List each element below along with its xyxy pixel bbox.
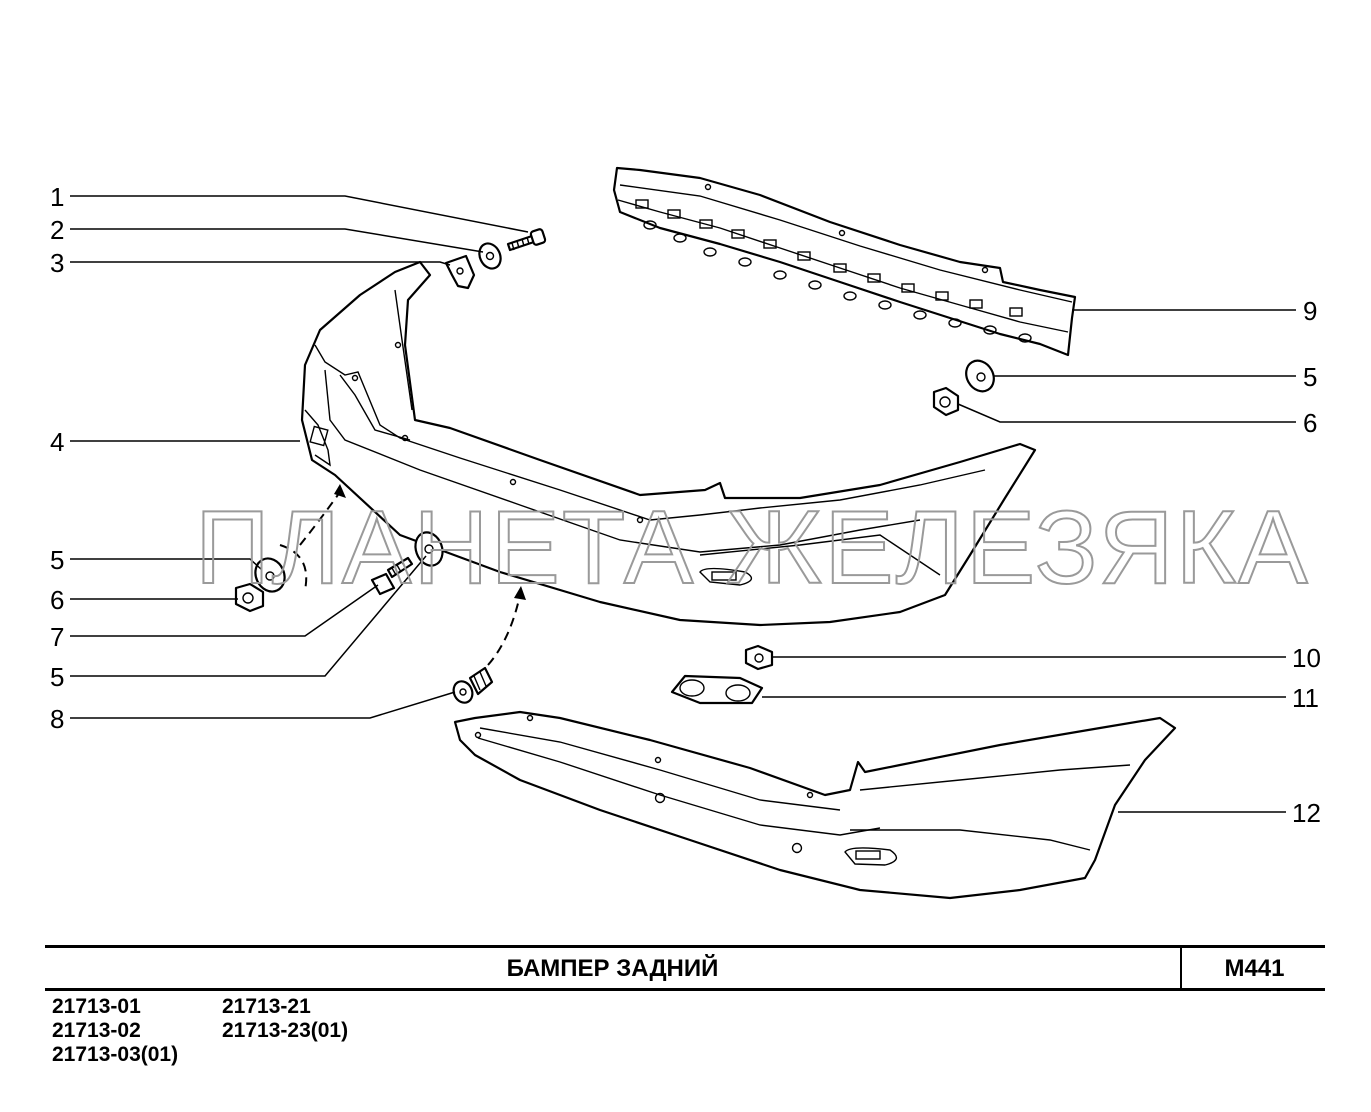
diagram-title: БАМПЕР ЗАДНИЙ (506, 955, 719, 982)
bolt-part-7 (370, 556, 414, 596)
callout-5-left: 5 (50, 545, 64, 575)
watermark: ПЛАНЕТА ЖЕЛЕЗЯКА (195, 490, 1310, 606)
callout-numbers: 1 2 3 4 5 6 7 5 8 9 5 6 10 11 12 (50, 182, 1321, 828)
callout-11: 11 (1292, 683, 1319, 713)
callout-10: 10 (1292, 643, 1321, 673)
model-code: 21713-21 (222, 995, 311, 1018)
callout-7: 7 (50, 622, 64, 652)
diagram-code: M441 (1180, 948, 1327, 988)
title-block: БАМПЕР ЗАДНИЙ M441 (45, 945, 1325, 991)
nut-part-6-left (234, 582, 265, 613)
callout-5-right: 5 (1303, 362, 1317, 392)
washer-part-5-upper (965, 359, 995, 393)
washer-part-2 (478, 242, 502, 270)
bumper-cover-part-12 (453, 710, 1177, 900)
bumper-beam-part-9 (612, 166, 1077, 357)
callout-5-center: 5 (50, 662, 64, 692)
callout-9: 9 (1303, 296, 1317, 326)
beam-slots (635, 199, 1023, 317)
model-code: 21713-02 (52, 1019, 141, 1042)
callout-3: 3 (50, 248, 64, 278)
screw-part-1 (506, 228, 547, 252)
push-clip-part-8 (452, 666, 494, 704)
washer-part-5-center (414, 531, 444, 567)
nut-part-6-upper (932, 386, 960, 417)
callout-2: 2 (50, 215, 64, 245)
callout-8: 8 (50, 704, 64, 734)
callout-4: 4 (50, 427, 64, 457)
assembly-arrows (279, 484, 526, 666)
model-code: 21713-23(01) (222, 1019, 349, 1042)
callout-6-right: 6 (1303, 408, 1317, 438)
washer-part-5-left (254, 557, 286, 593)
model-code: 21713-01 (52, 995, 141, 1018)
model-code: 21713-03(01) (52, 1043, 179, 1066)
leader-lines (70, 195, 1296, 813)
clip-part-3 (444, 254, 476, 290)
callout-6-left: 6 (50, 585, 64, 615)
bumper-cover-part-4 (300, 260, 1037, 627)
callout-12: 12 (1292, 798, 1321, 828)
reflector-part-11 (670, 674, 764, 705)
nut-part-10 (744, 644, 774, 671)
beam-holes (643, 183, 1032, 343)
callout-1: 1 (50, 182, 64, 212)
